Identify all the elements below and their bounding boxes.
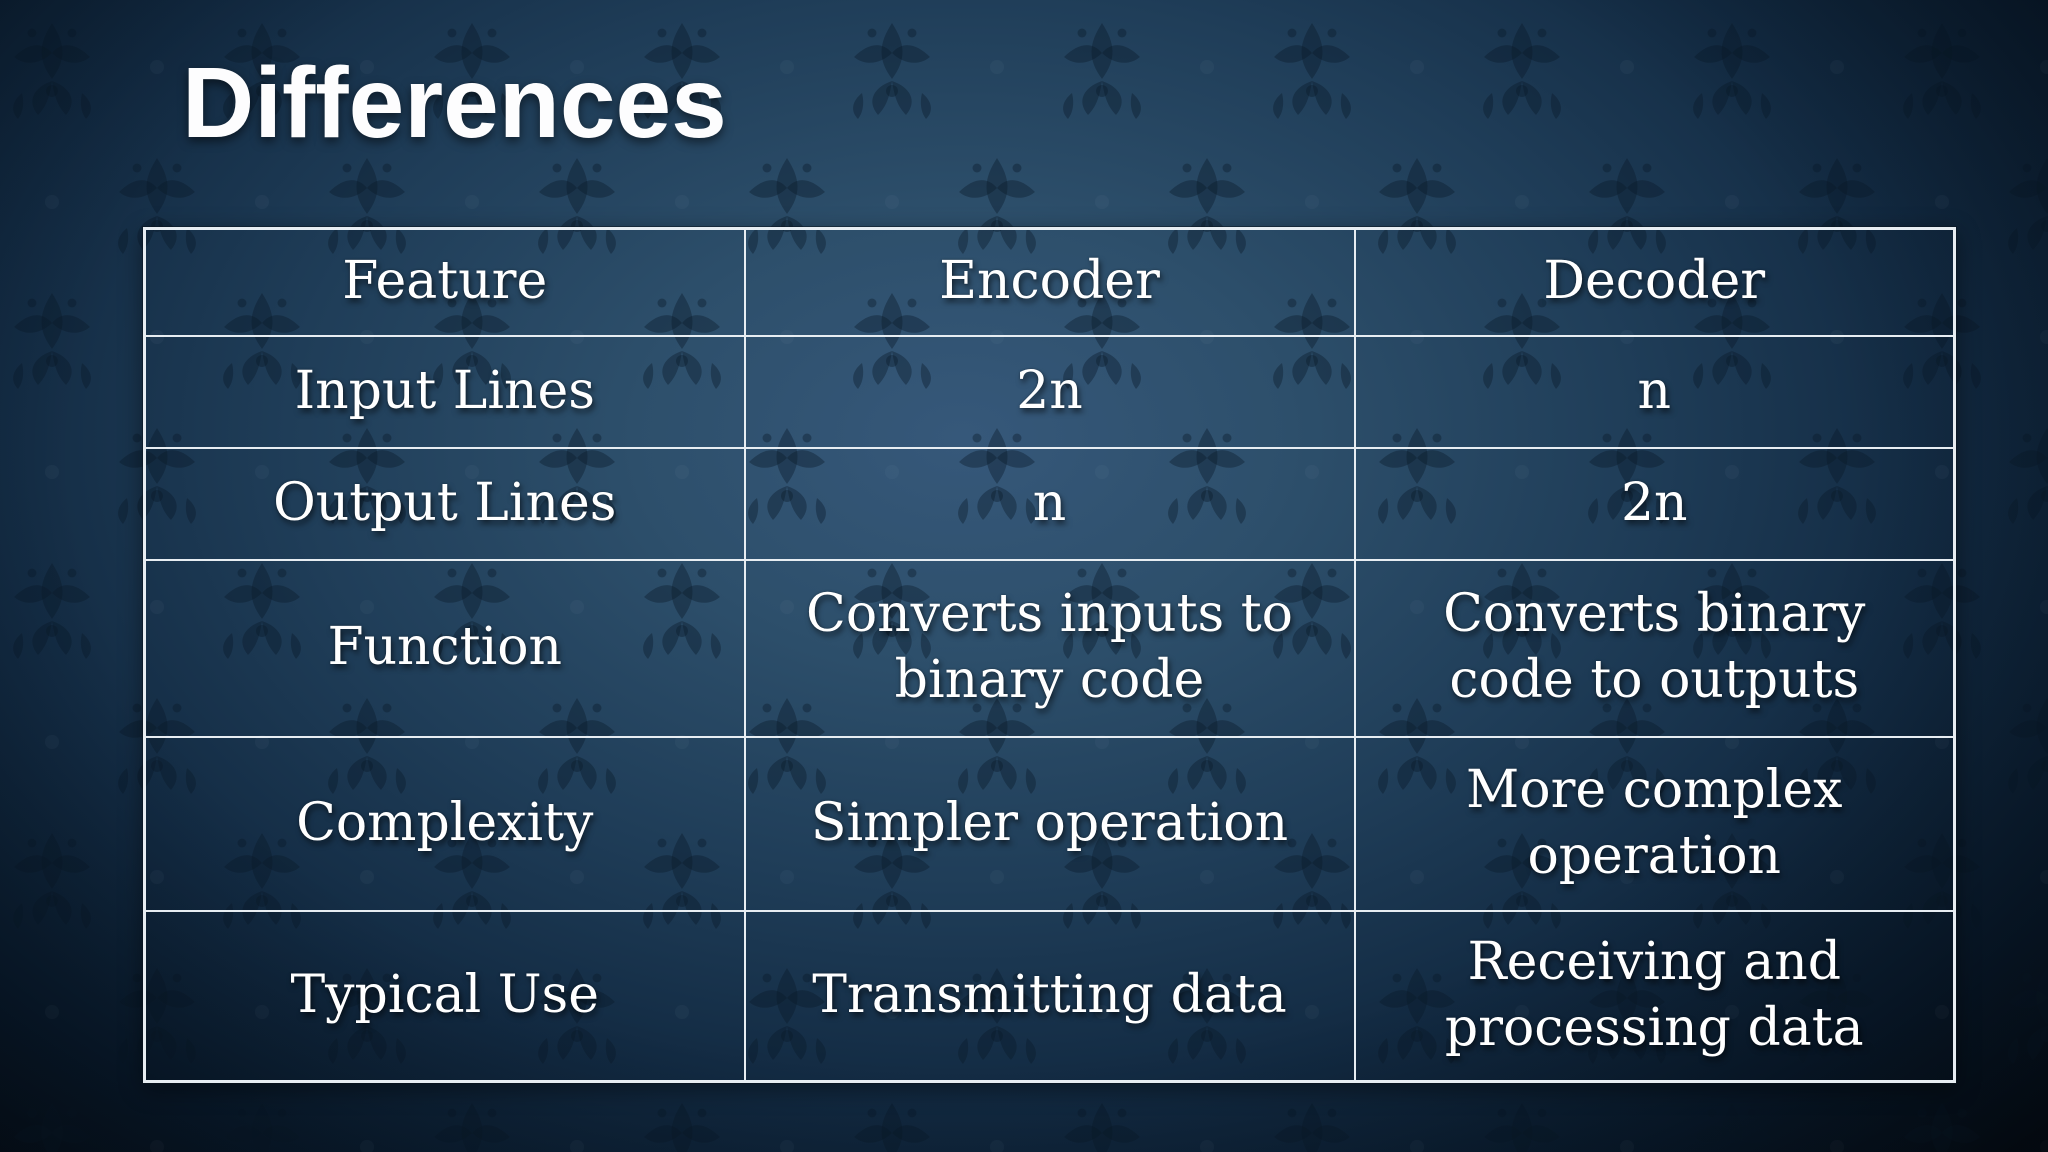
cell-feature: Function [143, 558, 746, 738]
col-header-encoder: Encoder [743, 227, 1356, 337]
cell-encoder-value: Converts inputs to binary code [743, 558, 1356, 738]
table-header-row: Feature Encoder Decoder [143, 227, 1956, 337]
slide-title: Differences [182, 47, 727, 159]
col-header-feature: Feature [143, 227, 746, 337]
comparison-table: Feature Encoder Decoder Input Lines 2n n… [143, 227, 1956, 1083]
cell-feature: Complexity [143, 735, 746, 912]
cell-feature: Output Lines [143, 446, 746, 561]
table-row-output-lines: Output Lines n 2n [143, 446, 1956, 561]
cell-decoder-value: n [1353, 334, 1956, 449]
table-row-complexity: Complexity Simpler operation More comple… [143, 735, 1956, 912]
cell-encoder-value: Simpler operation [743, 735, 1356, 912]
cell-decoder-value: Converts binary code to outputs [1353, 558, 1956, 738]
cell-feature: Input Lines [143, 334, 746, 449]
table-row-typical-use: Typical Use Transmitting data Receiving … [143, 909, 1956, 1083]
table-row-input-lines: Input Lines 2n n [143, 334, 1956, 449]
table-row-function: Function Converts inputs to binary code … [143, 558, 1956, 738]
cell-decoder-value: Receiving and processing data [1353, 909, 1956, 1083]
cell-encoder-value: n [743, 446, 1356, 561]
cell-feature: Typical Use [143, 909, 746, 1083]
cell-decoder-value: More complex operation [1353, 735, 1956, 912]
col-header-decoder: Decoder [1353, 227, 1956, 337]
cell-encoder-value: 2n [743, 334, 1356, 449]
cell-encoder-value: Transmitting data [743, 909, 1356, 1083]
cell-decoder-value: 2n [1353, 446, 1956, 561]
